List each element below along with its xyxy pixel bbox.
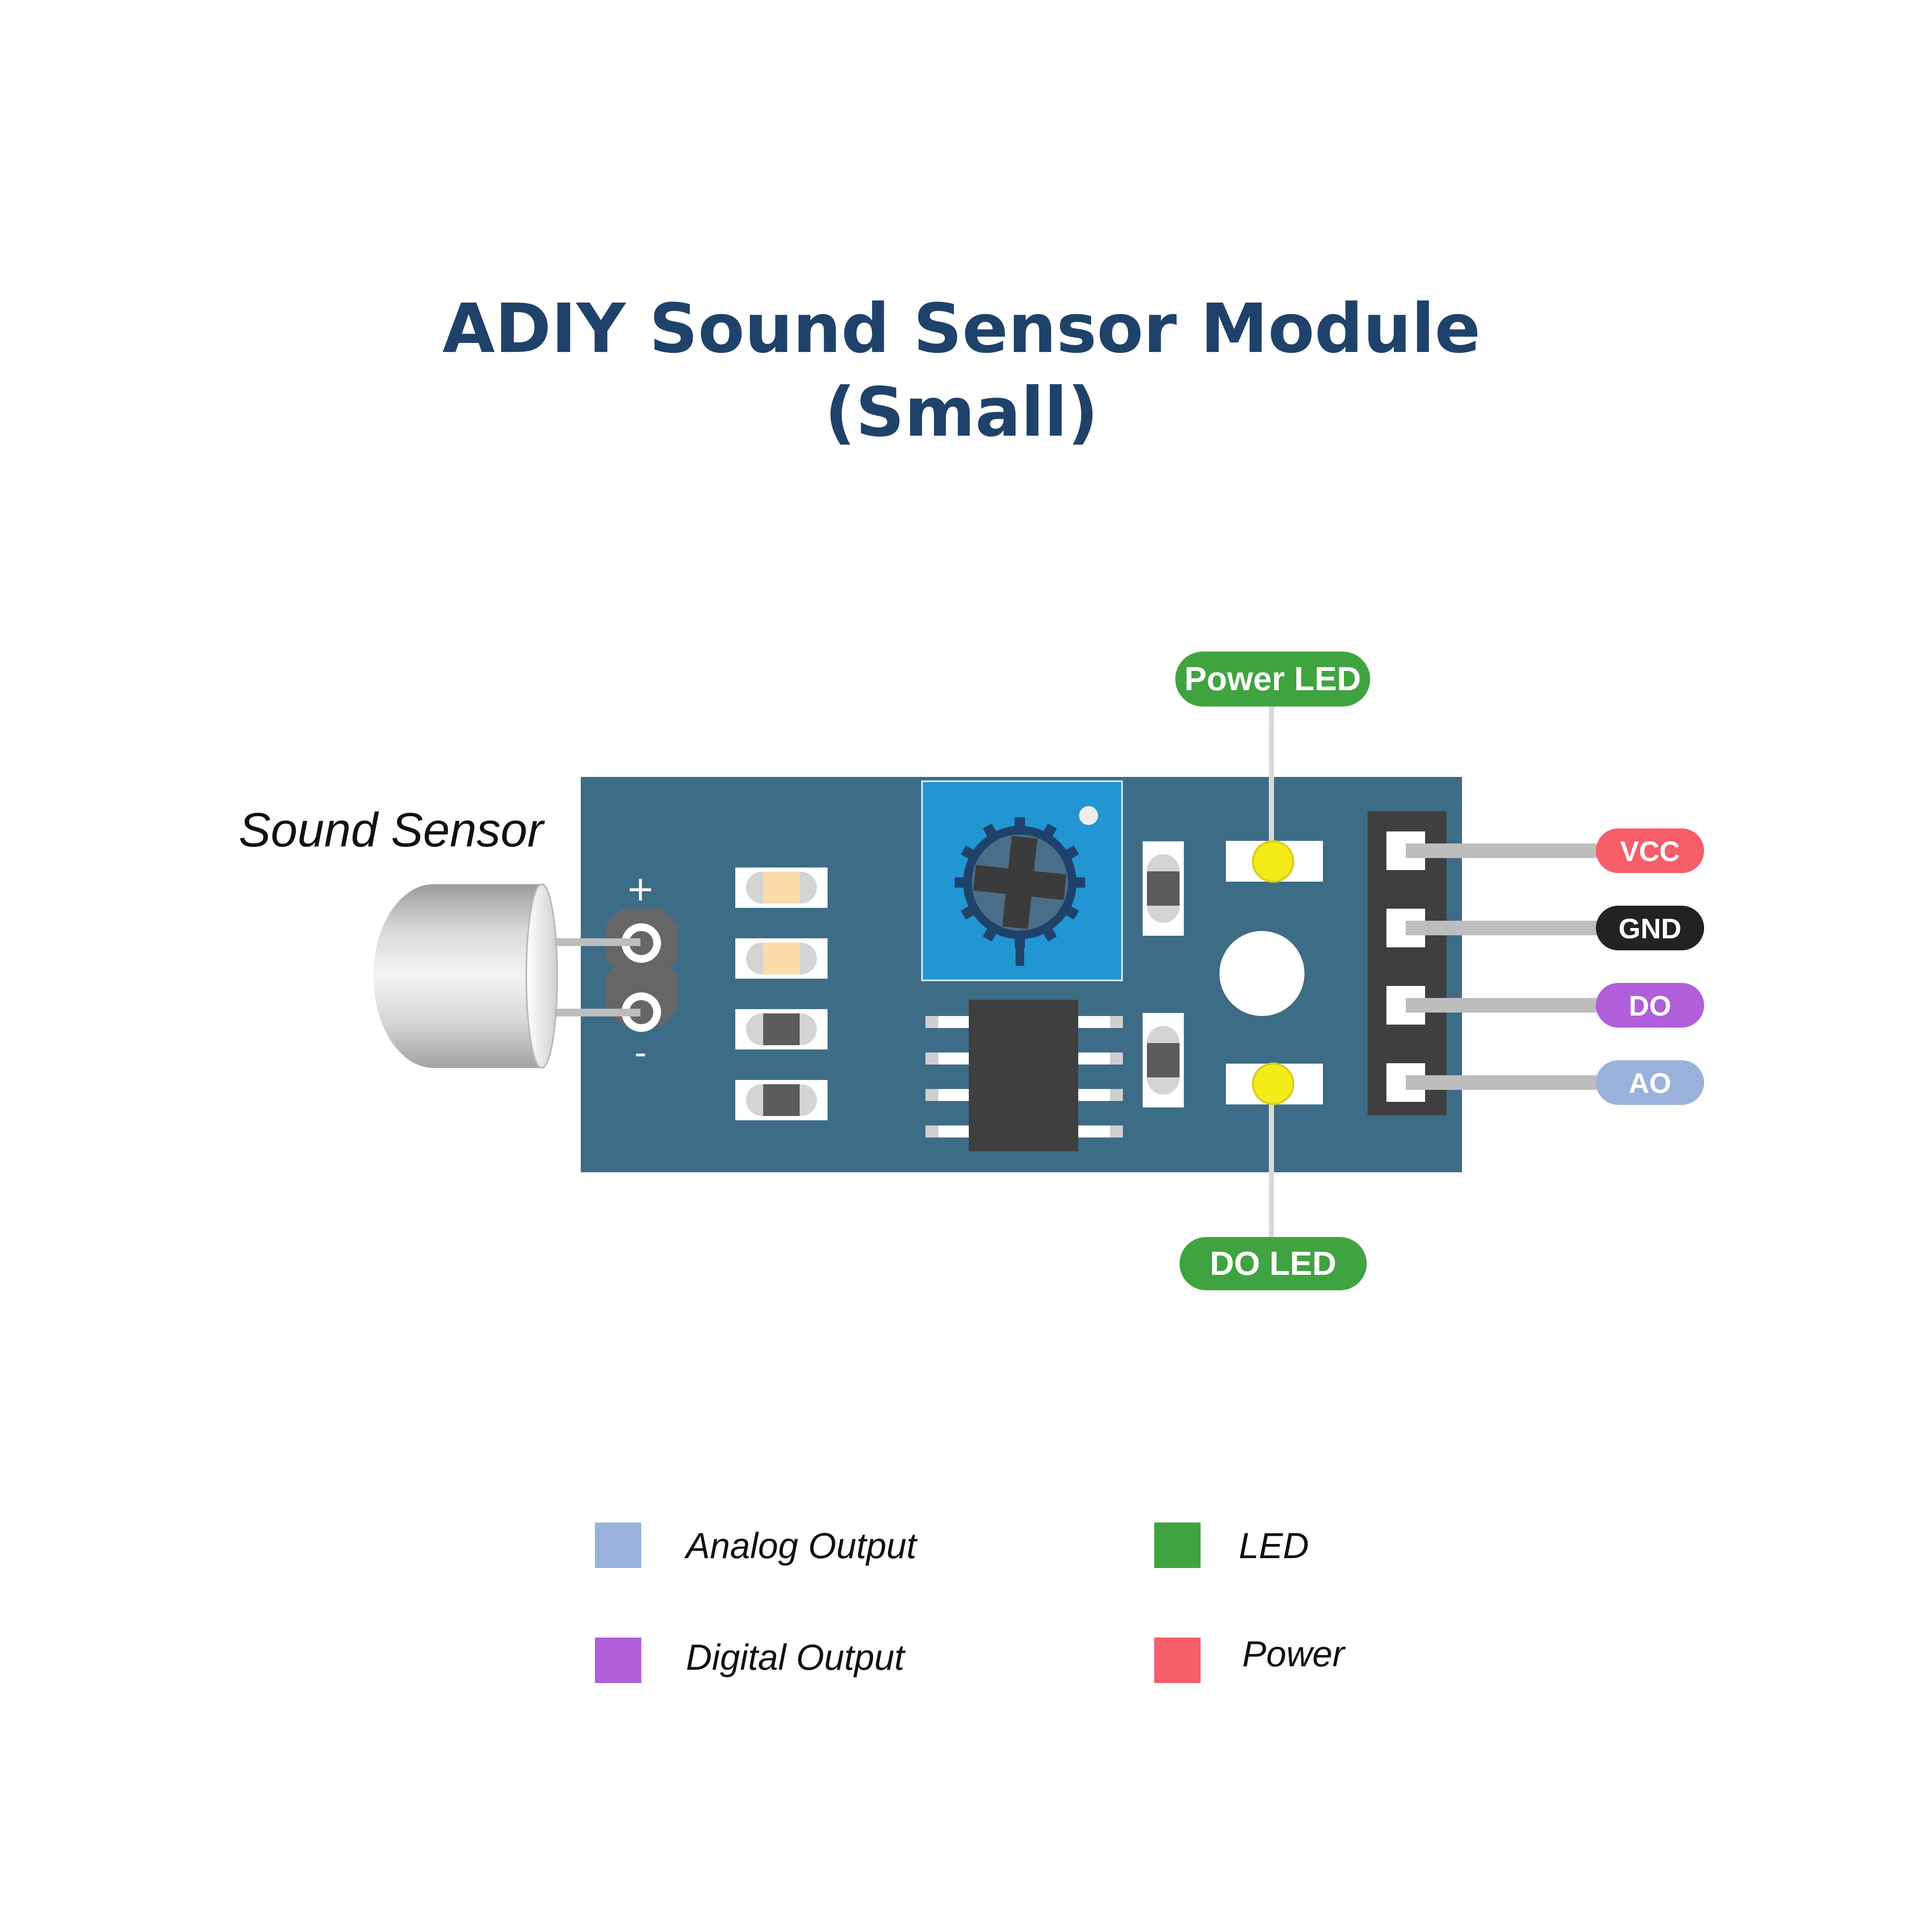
smd-capacitor-1 — [735, 1009, 828, 1049]
pin-ao: AO — [1386, 1060, 1704, 1105]
pin-wire — [1406, 1075, 1612, 1090]
pin-vcc: VCC — [1386, 828, 1704, 873]
power-led — [1252, 840, 1295, 883]
legend-swatch — [1154, 1523, 1201, 1568]
legend-swatch — [595, 1638, 641, 1683]
pin-label: VCC — [1620, 835, 1680, 867]
pin-label-pill — [1596, 906, 1704, 950]
power-led-label: Power LED — [1184, 660, 1361, 698]
mic-plus-label: + — [626, 869, 655, 909]
legend-label: Analog Output — [684, 1526, 918, 1566]
legend-label: Power — [1242, 1634, 1346, 1674]
legend-item: LED — [1154, 1523, 1309, 1568]
smd-capacitor-2 — [735, 1080, 828, 1120]
smd-resistor-1 — [735, 867, 828, 908]
mic-pin-header — [555, 909, 678, 1032]
pin-label-pill — [1596, 828, 1704, 873]
pin-wire — [1406, 998, 1612, 1013]
legend-swatch — [595, 1523, 641, 1568]
title-line-2: (Small) — [825, 373, 1098, 452]
legend-label: Digital Output — [686, 1637, 906, 1677]
pin-label-pill — [1596, 1060, 1704, 1105]
legend-swatch — [1154, 1638, 1201, 1683]
pin-gnd: GND — [1386, 906, 1704, 950]
microphone-face — [525, 883, 558, 1069]
mounting-hole — [1219, 931, 1304, 1016]
power-led-callout — [1175, 652, 1370, 707]
legend-item: Digital Output — [595, 1637, 906, 1683]
legend-label: LED — [1239, 1526, 1309, 1566]
do-led-label: DO LED — [1210, 1244, 1337, 1282]
legend-item: Power — [1154, 1634, 1346, 1683]
title-line-1: ADIY Sound Sensor Module — [443, 289, 1481, 368]
op-amp-ic — [925, 1000, 1123, 1151]
do-led-callout — [1180, 1237, 1367, 1290]
smd-capacitor-4 — [1143, 1013, 1184, 1107]
potentiometer — [921, 780, 1123, 981]
pin-label: AO — [1629, 1067, 1671, 1099]
smd-capacitor-3 — [1143, 841, 1184, 936]
pin-label: GND — [1619, 913, 1682, 944]
pin-label: DO — [1629, 990, 1671, 1022]
smd-resistor-2 — [735, 938, 828, 979]
mic-minus-label: - — [634, 1033, 647, 1073]
pin-label-pill — [1596, 983, 1704, 1028]
sound-sensor-label: Sound Sensor — [239, 803, 546, 857]
legend-item: Analog Output — [595, 1523, 918, 1568]
pin-wire — [1406, 843, 1612, 858]
pin-wire — [1406, 921, 1612, 935]
pin-do: DO — [1386, 983, 1704, 1028]
do-led — [1252, 1062, 1295, 1105]
